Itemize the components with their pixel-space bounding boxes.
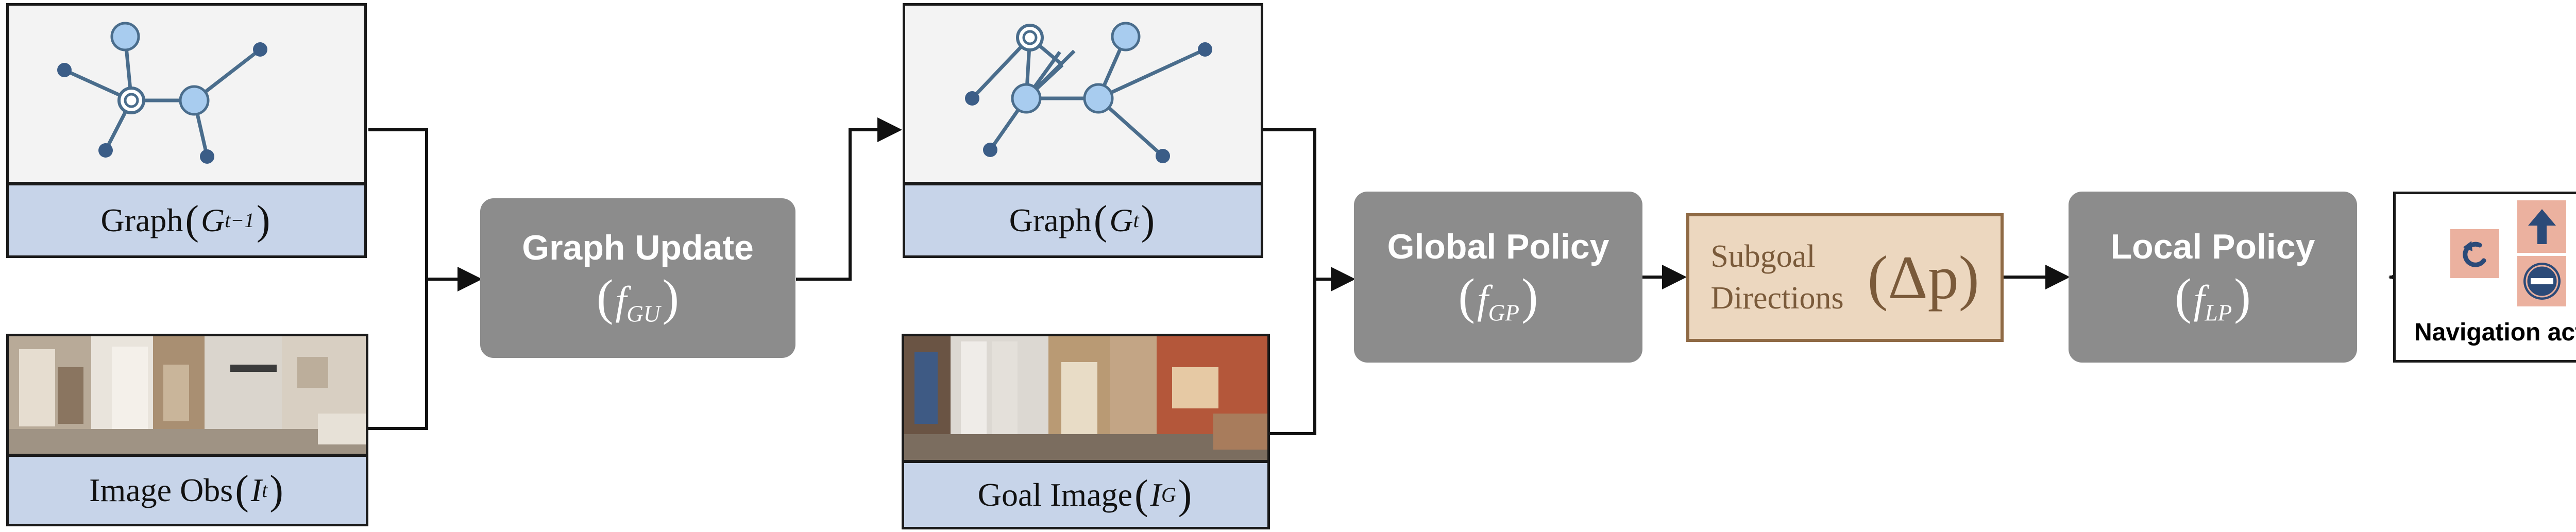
graph-node [179,85,210,116]
graph-current-diagram [965,22,1212,163]
stop-icon [2523,263,2561,300]
graph-leaf-node [965,91,979,106]
graph-update-formula: (fGU) [597,270,679,327]
graph-leaf-node [983,143,997,157]
rotate-left-icon [2462,241,2486,267]
arrow-graph-to-global [1263,128,1316,279]
global-policy-title: Global Policy [1387,227,1609,267]
graph-leaf-node [1156,149,1170,163]
graph-current-symbol: G [1109,202,1133,238]
indoor-panorama-image [9,336,366,454]
navigation-caption-text: Navigation action [2414,318,2576,346]
goal-image-symbol: I [1150,476,1161,513]
graph-leaf-node [253,42,267,57]
graph-prev-diagram [57,22,267,164]
graph-update-module: Graph Update (fGU) [480,198,795,358]
graph-node [110,22,140,52]
graph-leaf-node [1198,42,1212,57]
arrow-graph-update-to-graph [796,117,902,281]
global-policy-formula: (fGP) [1458,269,1538,326]
subgoal-line2: Directions [1710,281,1844,316]
local-policy-module: Local Policy (fLP) [2069,192,2357,363]
image-obs-symbol: I [250,472,262,508]
image-obs-label-text: Image Obs [89,472,233,508]
graph-leaf-node [98,143,113,158]
navigation-caption: Navigation action (at) [2396,312,2576,353]
subgoal-directions-box: Subgoal Directions (Δp) [1686,213,2004,342]
graph-prev-subscript: t−1 [225,209,255,232]
forward-arrow-icon [2528,209,2556,244]
graph-node [1083,83,1114,114]
goal-image-subscript: G [1161,484,1176,506]
arrow-image-obs-to-update [368,279,428,430]
arrow-graph-prev-to-update [368,128,428,279]
arrow-goal-image-to-global [1270,279,1316,435]
subgoal-text: Subgoal Directions [1710,236,1843,319]
graph-update-title: Graph Update [522,228,754,268]
graph-leaf-node [200,149,214,164]
subgoal-formula: (Δp) [1867,243,1979,312]
graph-prev-panel [6,3,367,184]
graph-leaf-node [57,63,72,77]
graph-current-label-text: Graph [1009,202,1092,238]
goal-panorama-image [904,336,1267,460]
graph-current-panel [903,3,1263,184]
subgoal-line1: Subgoal [1710,239,1816,274]
stop-button [2517,256,2566,306]
image-obs-panorama [6,334,368,456]
graph-current-subscript: t [1133,209,1139,232]
image-obs-subscript: t [262,479,268,502]
rotate-left-button [2450,229,2499,278]
goal-image-label-text: Goal Image [977,476,1133,513]
forward-button [2517,200,2566,253]
local-policy-title: Local Policy [2110,227,2315,267]
goal-image-panorama [902,334,1270,462]
graph-prev-symbol: G [201,202,225,238]
local-policy-formula: (fLP) [2175,269,2251,326]
graph-node [1011,83,1042,114]
graph-prev-label-text: Graph [100,202,183,238]
navigation-action-box: Navigation action (at) [2393,192,2576,363]
global-policy-module: Global Policy (fGP) [1354,192,1642,363]
graph-node [1111,22,1141,52]
